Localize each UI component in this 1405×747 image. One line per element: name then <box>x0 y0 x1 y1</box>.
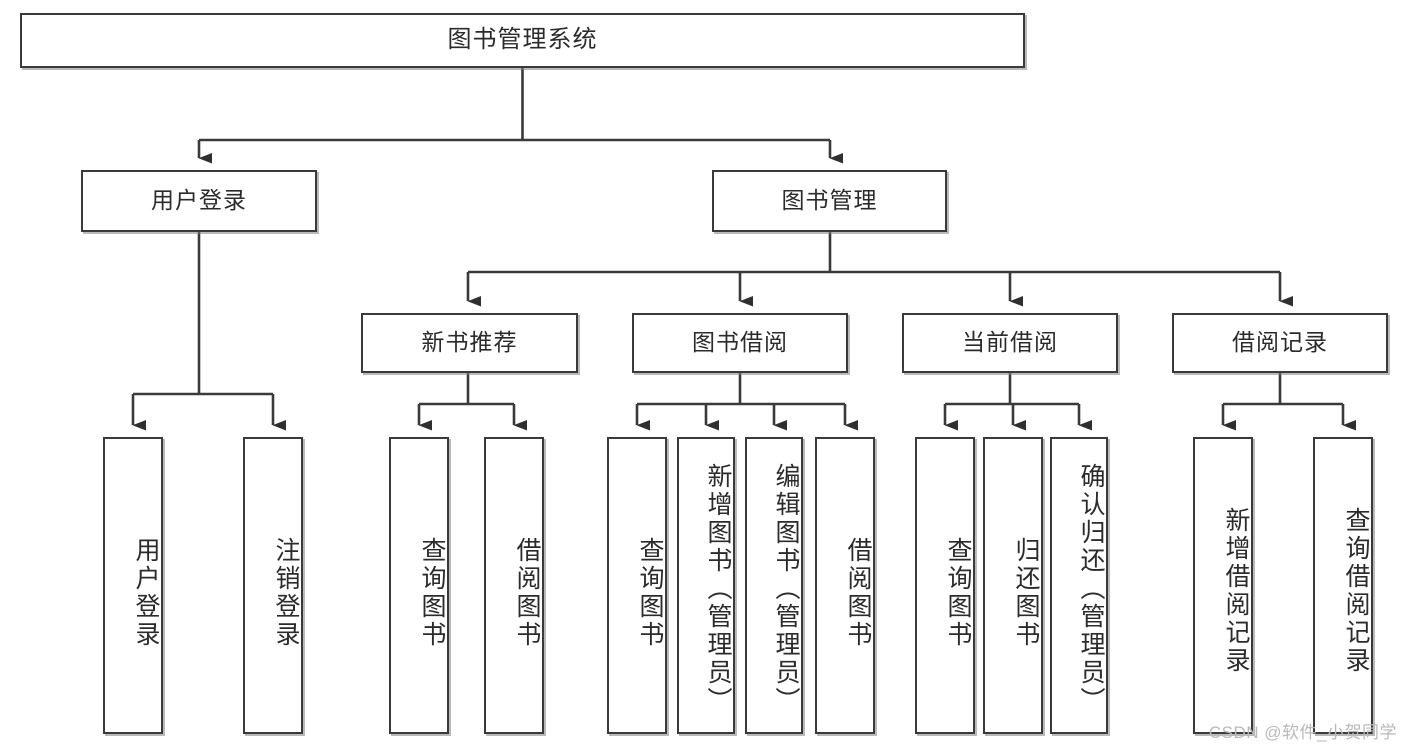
node-leaf-borrow-book-1[interactable]: 借阅图书 <box>484 437 544 734</box>
node-leaf-add-book[interactable]: 新增图书（管理员） <box>677 437 735 734</box>
node-leaf-query-book-1[interactable]: 查询图书 <box>389 437 449 734</box>
node-leaf-query-book-2[interactable]: 查询图书 <box>607 437 667 734</box>
node-borrow-record-label: 借阅记录 <box>1232 329 1328 356</box>
node-leaf-query-book-1-label: 查询图书 <box>418 536 446 649</box>
node-leaf-query-record[interactable]: 查询借阅记录 <box>1313 437 1373 734</box>
node-current-borrow-label: 当前借阅 <box>962 329 1058 356</box>
node-current-borrow[interactable]: 当前借阅 <box>902 313 1118 373</box>
node-new-book-rec-label: 新书推荐 <box>421 329 518 356</box>
node-root[interactable]: 图书管理系统 <box>20 13 1025 68</box>
node-leaf-borrow-book-2-label: 借阅图书 <box>844 536 872 649</box>
node-leaf-query-book-3[interactable]: 查询图书 <box>915 437 975 734</box>
node-leaf-borrow-book-2[interactable]: 借阅图书 <box>815 437 875 734</box>
node-leaf-return-book[interactable]: 归还图书 <box>983 437 1043 734</box>
node-leaf-borrow-book-1-label: 借阅图书 <box>513 536 541 649</box>
node-leaf-user-logout[interactable]: 注销登录 <box>243 437 303 734</box>
node-leaf-add-book-label: 新增图书（管理员） <box>704 462 732 715</box>
csdn-watermark: CSDN @软件_小贺同学 <box>1208 723 1397 742</box>
node-leaf-user-login-label: 用户登录 <box>132 536 160 649</box>
node-leaf-add-record[interactable]: 新增借阅记录 <box>1193 437 1253 734</box>
node-root-label: 图书管理系统 <box>447 26 598 54</box>
node-leaf-query-book-3-label: 查询图书 <box>944 536 972 649</box>
node-leaf-confirm-return-label: 确认归还（管理员） <box>1077 462 1105 715</box>
node-leaf-return-book-label: 归还图书 <box>1012 536 1040 649</box>
node-borrow-record[interactable]: 借阅记录 <box>1172 313 1388 373</box>
node-user-login-label: 用户登录 <box>151 187 247 214</box>
node-book-manage[interactable]: 图书管理 <box>712 170 947 232</box>
node-new-book-rec[interactable]: 新书推荐 <box>361 313 578 373</box>
node-leaf-query-record-label: 查询借阅记录 <box>1342 506 1370 675</box>
node-leaf-confirm-return[interactable]: 确认归还（管理员） <box>1050 437 1108 734</box>
node-leaf-add-record-label: 新增借阅记录 <box>1222 506 1250 675</box>
node-leaf-edit-book[interactable]: 编辑图书（管理员） <box>745 437 803 734</box>
node-leaf-query-book-2-label: 查询图书 <box>636 536 664 649</box>
node-leaf-user-logout-label: 注销登录 <box>272 536 300 649</box>
node-leaf-user-login[interactable]: 用户登录 <box>103 437 163 734</box>
node-book-manage-label: 图书管理 <box>781 187 878 214</box>
node-user-login[interactable]: 用户登录 <box>81 170 317 232</box>
node-book-borrow[interactable]: 图书借阅 <box>632 313 848 373</box>
node-book-borrow-label: 图书借阅 <box>692 329 788 356</box>
node-leaf-edit-book-label: 编辑图书（管理员） <box>772 462 800 715</box>
